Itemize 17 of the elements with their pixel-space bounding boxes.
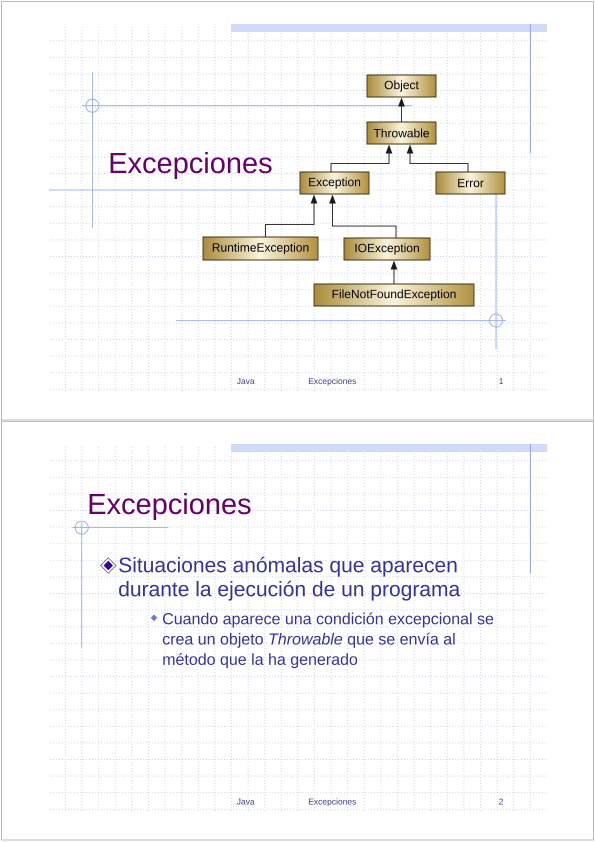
class-box: FileNotFoundException xyxy=(314,284,474,306)
slide-title: Excepciones xyxy=(90,493,251,520)
class-box: Throwable xyxy=(366,122,436,144)
class-box: Error xyxy=(436,172,506,194)
bullet-text: Situaciones anómalas que aparecen durante la ejecución de un programa xyxy=(119,556,460,601)
page-number: 2 xyxy=(499,798,503,804)
class-box: RuntimeException xyxy=(202,236,318,260)
class-box: IOException xyxy=(344,238,430,260)
class-box: Exception xyxy=(300,172,370,194)
footer-text: Excepciones xyxy=(308,378,356,386)
page-number: 1 xyxy=(499,378,504,384)
class-box: Object xyxy=(366,74,436,98)
bullet-text: Cuando aparece una condición excepcional se crea un objeto Throwable que se envía al método que la ha generado xyxy=(162,612,494,668)
footer-text: Java xyxy=(236,798,255,805)
footer-text: Excepciones xyxy=(308,798,356,806)
footer-text: Java xyxy=(236,378,255,384)
slide-title: Excepciones xyxy=(110,152,272,180)
